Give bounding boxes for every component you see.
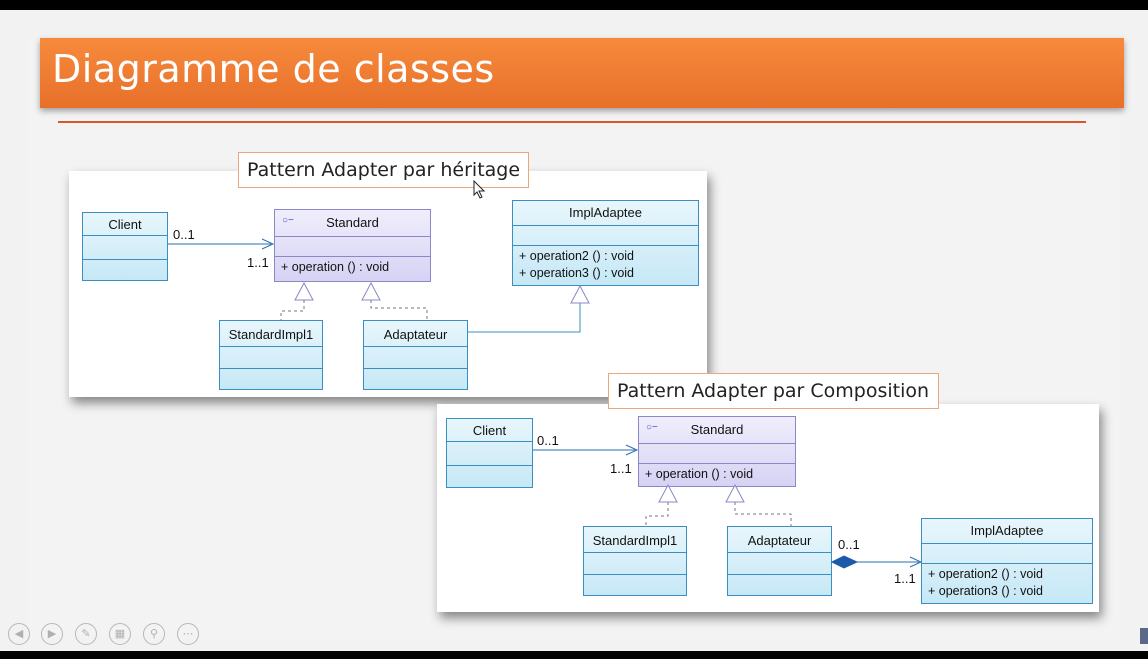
- mouse-cursor-icon: [473, 180, 486, 199]
- title-bar: Diagramme de classes: [40, 38, 1124, 108]
- realization-line: [645, 502, 669, 526]
- class-divider: [584, 552, 686, 553]
- class-divider: [220, 346, 322, 347]
- next-icon[interactable]: ▶: [41, 623, 63, 645]
- class-impladaptee[interactable]: ImplAdaptee + operation2 () : void + ope…: [512, 200, 699, 286]
- class-standardimpl1[interactable]: StandardImpl1: [219, 320, 323, 390]
- class-divider: [728, 574, 831, 575]
- class-divider: [584, 574, 686, 575]
- class-divider: [364, 346, 467, 347]
- class-client[interactable]: Client: [446, 418, 533, 488]
- more-icon[interactable]: ⋯: [177, 623, 199, 645]
- title-divider: [58, 121, 1086, 123]
- class-divider: [83, 259, 167, 260]
- class-adaptateur[interactable]: Adaptateur: [363, 320, 468, 390]
- class-divider: [83, 235, 167, 236]
- pen-icon[interactable]: ✎: [75, 623, 97, 645]
- arrow-head: [909, 556, 923, 568]
- interface-icon: ○−: [282, 215, 294, 226]
- multiplicity-label: 1..1: [894, 571, 916, 586]
- class-divider: [220, 368, 322, 369]
- class-name: Client: [472, 423, 507, 438]
- multiplicity-label: 0..1: [838, 537, 860, 552]
- class-operation: + operation () : void: [281, 260, 390, 274]
- class-divider: [639, 463, 795, 464]
- class-divider: [364, 368, 467, 369]
- class-name: ImplAdaptee: [569, 205, 642, 220]
- class-impladaptee[interactable]: ImplAdaptee + operation2 () : void + ope…: [921, 518, 1093, 604]
- slides-icon[interactable]: ▦: [109, 623, 131, 645]
- class-client[interactable]: Client: [82, 212, 168, 281]
- class-divider: [513, 245, 698, 246]
- class-name: Client: [108, 217, 142, 232]
- caption-composition: Pattern Adapter par Composition: [608, 373, 939, 409]
- class-operation: + operation2 () : void: [928, 567, 1043, 581]
- realization-line: [370, 300, 428, 320]
- caption-heritage: Pattern Adapter par héritage: [238, 152, 529, 188]
- class-standard[interactable]: ○− Standard + operation () : void: [274, 209, 431, 282]
- interface-icon: ○−: [646, 422, 658, 433]
- previous-icon[interactable]: ◀: [8, 623, 30, 645]
- class-adaptateur[interactable]: Adaptateur: [727, 526, 832, 596]
- arrow-head: [625, 444, 639, 456]
- composition-diamond: [830, 555, 859, 569]
- inheritance-line: [468, 303, 581, 333]
- class-operation: + operation () : void: [645, 467, 754, 481]
- class-name: Adaptateur: [747, 533, 812, 548]
- realization-line: [734, 502, 792, 526]
- diagram-heritage: Client ○− Standard + operation () : void…: [69, 171, 707, 397]
- class-divider: [922, 563, 1092, 564]
- diagram2-connectors: [533, 444, 923, 569]
- class-divider: [447, 465, 532, 466]
- class-name: StandardImpl1: [592, 533, 678, 548]
- multiplicity-label: 1..1: [247, 255, 269, 270]
- realization-line: [280, 300, 305, 320]
- multiplicity-label: 0..1: [537, 433, 559, 448]
- arrow-head: [261, 238, 275, 250]
- multiplicity-label: 0..1: [173, 227, 195, 242]
- window-corner: [1140, 628, 1148, 644]
- class-divider: [275, 236, 430, 237]
- realization-triangle: [658, 483, 678, 503]
- diagram-composition: Client ○− Standard + operation () : void…: [437, 404, 1099, 612]
- class-standard[interactable]: ○− Standard + operation () : void: [638, 416, 796, 487]
- slide-title: Diagramme de classes: [52, 47, 495, 91]
- class-divider: [639, 443, 795, 444]
- class-divider: [275, 256, 430, 257]
- class-name: StandardImpl1: [228, 327, 314, 342]
- class-name: ImplAdaptee: [970, 523, 1044, 538]
- class-divider: [728, 552, 831, 553]
- realization-triangle: [294, 281, 314, 301]
- class-name: Standard: [326, 215, 379, 230]
- zoom-icon[interactable]: ⚲: [143, 623, 165, 645]
- realization-triangle: [725, 483, 745, 503]
- inheritance-triangle: [570, 284, 590, 304]
- class-divider: [922, 543, 1092, 544]
- realization-triangle: [361, 281, 381, 301]
- class-name: Adaptateur: [383, 327, 448, 342]
- class-operation: + operation2 () : void: [519, 249, 634, 263]
- multiplicity-label: 1..1: [610, 461, 632, 476]
- class-name: Standard: [690, 422, 744, 437]
- class-divider: [513, 225, 698, 226]
- class-operation: + operation3 () : void: [519, 266, 634, 280]
- class-standardimpl1[interactable]: StandardImpl1: [583, 526, 687, 596]
- diagram1-connectors: [168, 238, 590, 333]
- class-operation: + operation3 () : void: [928, 584, 1043, 598]
- class-divider: [447, 441, 532, 442]
